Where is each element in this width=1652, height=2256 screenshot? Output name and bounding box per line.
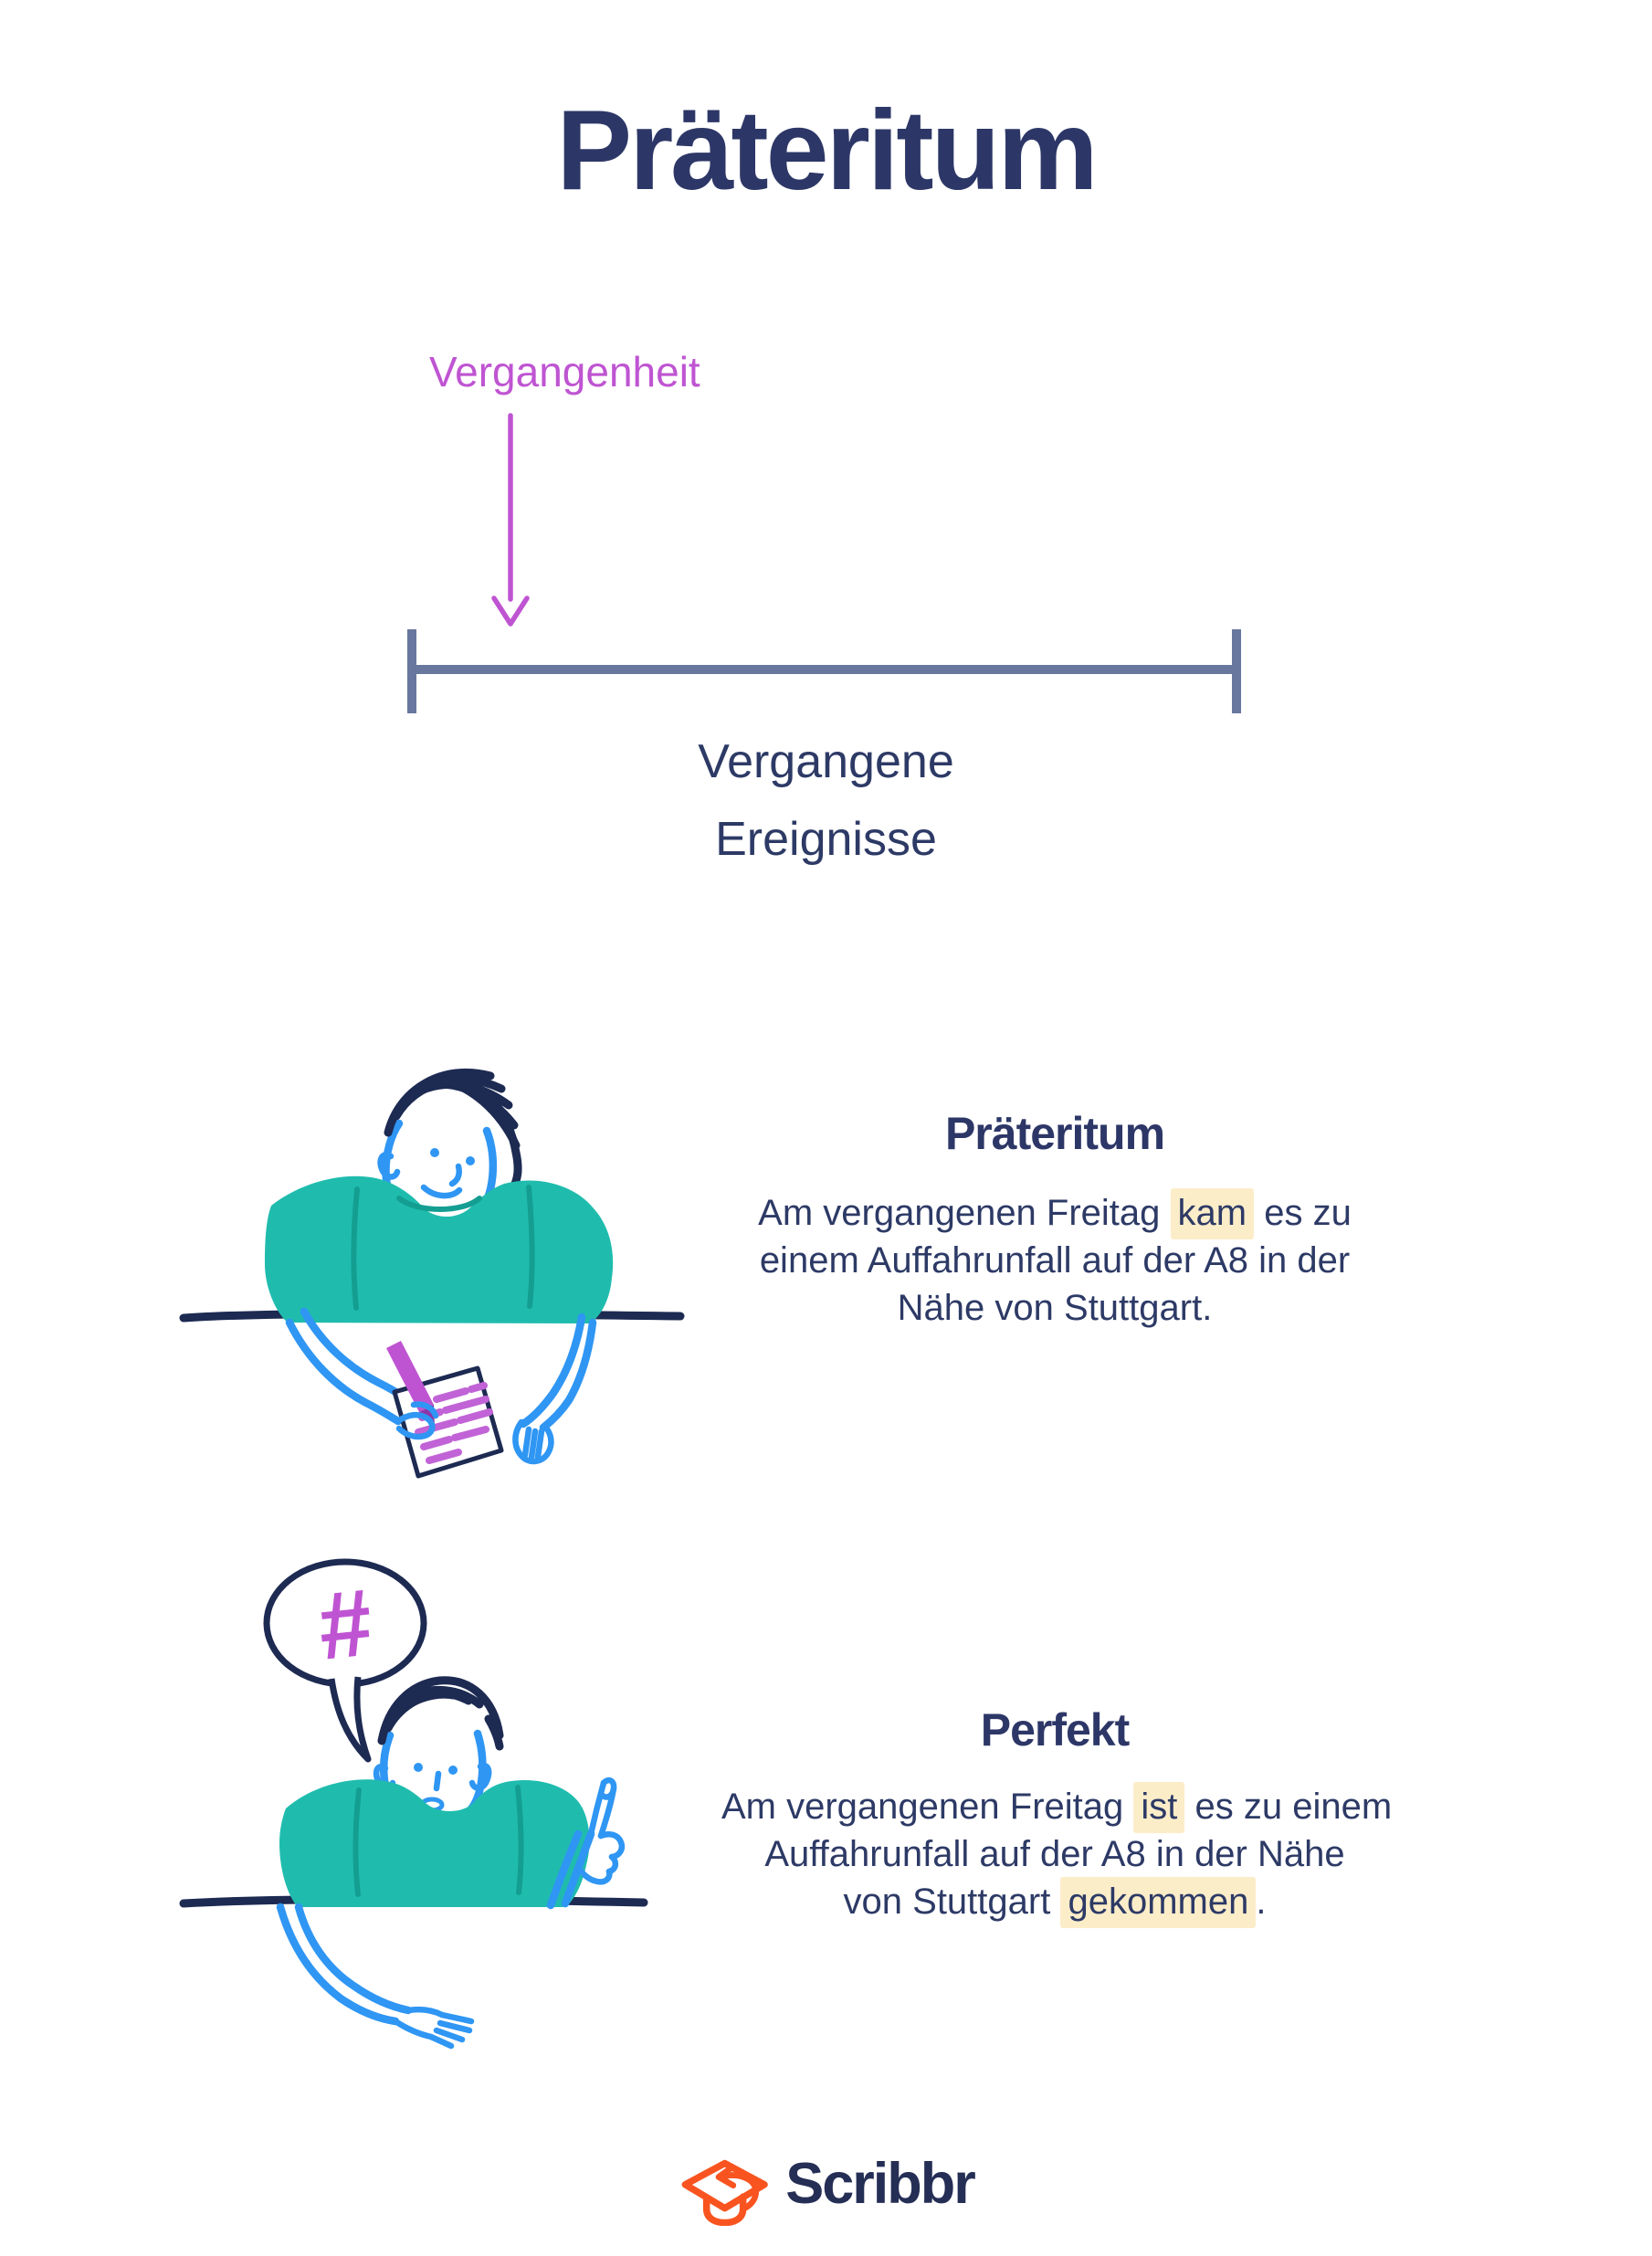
pen [386, 1341, 434, 1412]
curled-finger [597, 1831, 626, 1861]
sentence-line: Am vergangenen Freitag kam es zu [721, 1188, 1388, 1239]
written-line [433, 1387, 469, 1403]
tshirt [265, 1175, 614, 1323]
text-segment: es zu [1254, 1193, 1352, 1233]
finger [427, 2033, 455, 2050]
timeline-caption: Vergangene Ereignisse [0, 723, 1652, 879]
cap-arrowhead [715, 2164, 737, 2188]
written-line [426, 1449, 462, 1464]
text-segment: Am vergangenen Freitag [721, 1787, 1134, 1827]
written-line [420, 1436, 453, 1450]
timeline-label: Vergangenheit [429, 348, 700, 395]
index-finger [587, 1779, 607, 1838]
finger [437, 2019, 473, 2034]
person-pointing-illustration: # [179, 1558, 648, 2050]
text-segment: Am vergangenen Freitag [758, 1193, 1171, 1233]
written-line [457, 1408, 493, 1424]
written-line [442, 1396, 489, 1414]
highlighted-word: ist [1133, 1782, 1185, 1833]
finger [528, 1428, 539, 1461]
sentence-line: von Stuttgart gekommen. [721, 1877, 1388, 1928]
collar [396, 1196, 482, 1212]
writing-hand [395, 1411, 436, 1440]
written-line [415, 1418, 458, 1436]
highlighted-word: kam [1170, 1188, 1255, 1239]
speech-bubble-tail [328, 1676, 372, 1763]
eye [430, 1148, 439, 1157]
smile [420, 1184, 463, 1199]
timeline-bar [407, 629, 1241, 713]
graduation-cap-icon [681, 2159, 768, 2226]
right-arm [519, 1312, 586, 1428]
curled-finger [574, 1862, 613, 1885]
left-arm [276, 1903, 400, 2026]
sentence-line: Auffahrunfall auf der A8 in der Nähe [721, 1830, 1388, 1878]
page-title: Präteritum [556, 88, 1098, 214]
text-segment: Auffahrunfall auf der A8 in der Nähe [764, 1834, 1345, 1874]
shirt-crease [526, 1185, 535, 1309]
resting-hand [512, 1418, 554, 1465]
eye [448, 1766, 458, 1775]
timeline-line [411, 665, 1239, 674]
open-hand [405, 2006, 446, 2019]
ear [377, 1152, 401, 1180]
text-segment: einem Auffahrunfall auf der A8 in der [759, 1240, 1351, 1281]
person-writing-illustration [179, 1068, 685, 1479]
left-arm [285, 1318, 403, 1426]
right-arm [539, 1318, 597, 1432]
raised-arm [546, 1829, 583, 1910]
writing-hand [410, 1401, 439, 1419]
brand-footer: Scribbr [0, 2134, 1652, 2234]
text-segment: von Stuttgart [843, 1882, 1061, 1922]
cap-swoosh [721, 2172, 760, 2211]
text-segment: es zu einem [1184, 1787, 1393, 1827]
text-segment: Nähe von Stuttgart. [897, 1288, 1213, 1328]
left-arm [294, 1903, 413, 2015]
shirt-crease [352, 1787, 362, 1897]
open-hand [392, 2018, 435, 2040]
section-heading-perfekt: Perfekt [980, 1704, 1131, 1755]
finger [438, 2011, 475, 2025]
hair-stroke [377, 1676, 504, 1745]
hair-stroke [484, 1714, 504, 1751]
highlighted-word: gekommen [1060, 1877, 1257, 1928]
hair-stroke [404, 1685, 484, 1709]
down-arrow-icon [491, 413, 530, 627]
text-segment: . [1256, 1882, 1267, 1922]
finger [521, 1426, 532, 1459]
ear [468, 1762, 492, 1791]
sentence-line: Nähe von Stuttgart. [721, 1284, 1388, 1332]
finger [433, 2027, 466, 2043]
shirt-crease [515, 1785, 524, 1895]
nose [433, 1770, 442, 1792]
eye [466, 1156, 475, 1165]
section-heading-praeteritum: Präteritum [944, 1108, 1165, 1159]
timeline-caption-line: Ereignisse [715, 813, 937, 866]
hash-symbol: # [313, 1569, 377, 1680]
sentence-line: Am vergangenen Freitag ist es zu einem [721, 1782, 1392, 1833]
hair-stroke [486, 1091, 522, 1194]
shirt-crease [351, 1186, 360, 1311]
eye [414, 1763, 423, 1772]
index-finger [597, 1785, 617, 1840]
timeline-endcap-right [1232, 629, 1241, 713]
finger [534, 1428, 545, 1460]
timeline-caption-line: Vergangene [698, 735, 954, 788]
brand-wordmark: Scribbr [785, 2152, 976, 2216]
cap-board [681, 2159, 768, 2212]
arrow-head [491, 596, 530, 627]
sentence-line: einem Auffahrunfall auf der A8 in der [721, 1237, 1388, 1284]
written-line [468, 1382, 488, 1393]
nose [448, 1163, 462, 1187]
cap-base [703, 2193, 747, 2226]
written-line [451, 1426, 489, 1441]
